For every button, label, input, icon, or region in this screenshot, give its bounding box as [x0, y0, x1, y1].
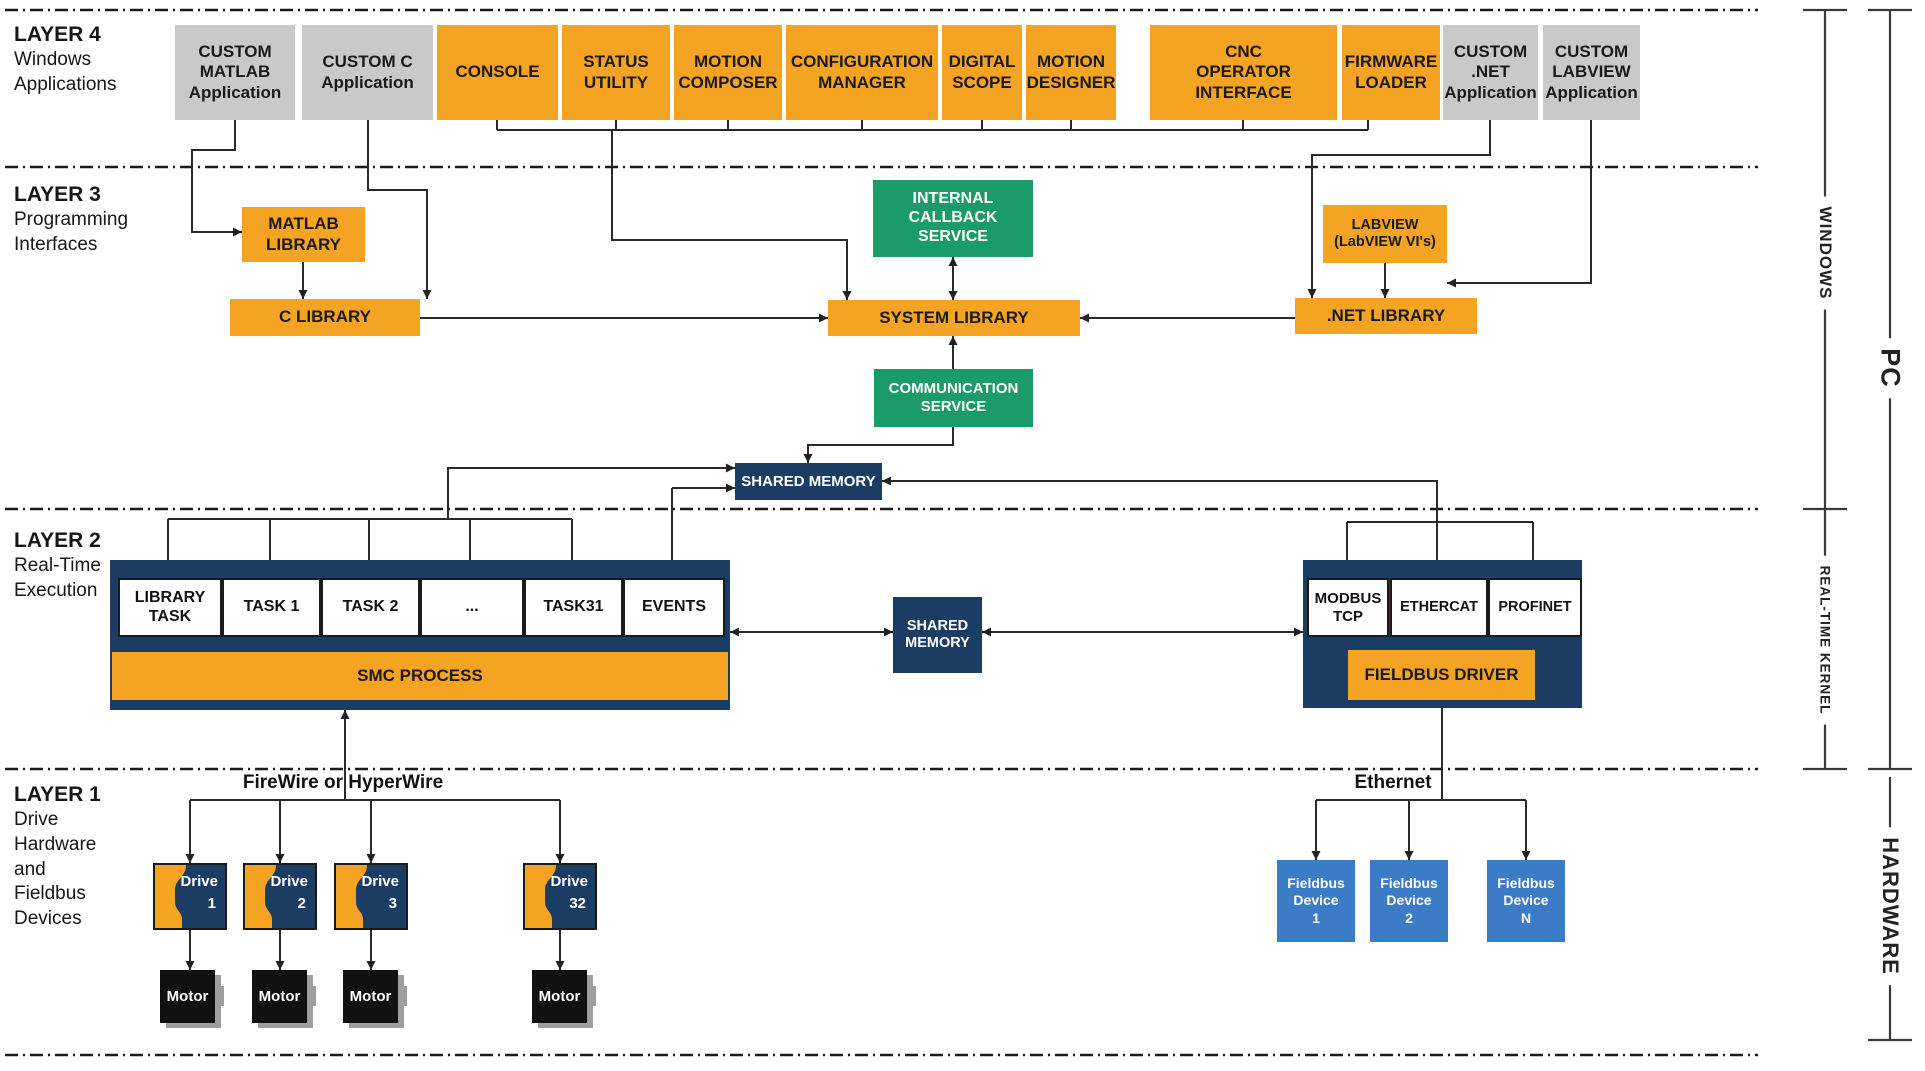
node-task-ellipsis: ... — [420, 578, 524, 637]
layer2-title: LAYER 2 — [14, 529, 101, 552]
node-motor-32: Motor — [532, 970, 596, 1023]
motor-shaft — [398, 986, 407, 1006]
drive-icon — [155, 865, 186, 928]
layer3-title: LAYER 3 — [14, 183, 101, 206]
node-drive-1: Drive 1 — [153, 863, 227, 930]
node-drive-32: Drive 32 — [523, 863, 597, 930]
motor-label: Motor — [538, 988, 581, 1005]
drive-number: 32 — [569, 895, 586, 912]
node-task-1: TASK 1 — [222, 578, 321, 637]
node-task-2: TASK 2 — [321, 578, 420, 637]
node-system-library: SYSTEM LIBRARY — [828, 300, 1080, 336]
bracket-windows: WINDOWS — [1813, 196, 1837, 310]
node-status-utility: STATUS UTILITY — [562, 25, 670, 120]
bracket-pc: PC — [1872, 338, 1908, 398]
node-communication-service: COMMUNICATION SERVICE — [874, 369, 1033, 427]
ethernet-bus-label: Ethernet — [1354, 772, 1432, 793]
layer1-title: LAYER 1 — [14, 783, 101, 806]
drive-number: 3 — [388, 895, 397, 912]
node-custom-labview-app: CUSTOM LABVIEW Application — [1543, 25, 1640, 120]
node-drive-2: Drive 2 — [243, 863, 317, 930]
node-smc-process: SMC PROCESS — [112, 652, 728, 700]
layer4-label: LAYER 4 Windows Applications — [14, 22, 116, 98]
node-configuration-manager: CONFIGURATION MANAGER — [786, 25, 938, 120]
layer2-subtitle: Real-Time Execution — [14, 555, 101, 601]
firewire-bus-label: FireWire or HyperWire — [242, 772, 444, 793]
node-motor-1: Motor — [160, 970, 224, 1023]
node-ethercat: ETHERCAT — [1390, 578, 1488, 637]
drive-label: Drive — [550, 873, 588, 890]
motor-shaft — [215, 986, 224, 1006]
drive-number: 1 — [207, 895, 216, 912]
motor-shaft — [307, 986, 316, 1006]
node-custom-dotnet-app: CUSTOM .NET Application — [1443, 25, 1538, 120]
node-dotnet-library: .NET LIBRARY — [1295, 298, 1477, 334]
node-c-library: C LIBRARY — [230, 299, 420, 336]
motor-shaft — [587, 986, 596, 1006]
layer1-subtitle: Drive Hardware and Fieldbus Devices — [14, 809, 97, 929]
node-fieldbus-device-2: Fieldbus Device 2 — [1370, 860, 1448, 942]
node-fieldbus-driver: FIELDBUS DRIVER — [1348, 650, 1535, 700]
motor-label: Motor — [166, 988, 209, 1005]
drive-icon — [336, 865, 367, 928]
bracket-hardware: HARDWARE — [1875, 827, 1905, 985]
node-fieldbus-device-n: Fieldbus Device N — [1487, 860, 1565, 942]
node-events: EVENTS — [623, 578, 725, 637]
node-matlab-library: MATLAB LIBRARY — [242, 207, 365, 262]
node-modbus-tcp: MODBUS TCP — [1307, 578, 1389, 637]
node-drive-3: Drive 3 — [334, 863, 408, 930]
motor-label: Motor — [349, 988, 392, 1005]
node-cnc-operator-interface: CNC OPERATOR INTERFACE — [1150, 25, 1337, 120]
node-motion-designer: MOTION DESIGNER — [1026, 25, 1116, 120]
layer4-title: LAYER 4 — [14, 23, 101, 46]
node-internal-callback-service: INTERNAL CALLBACK SERVICE — [873, 180, 1033, 257]
layer1-label: LAYER 1 Drive Hardware and Fieldbus Devi… — [14, 782, 101, 932]
node-firmware-loader: FIRMWARE LOADER — [1342, 25, 1440, 120]
node-digital-scope: DIGITAL SCOPE — [942, 25, 1022, 120]
node-task-31: TASK31 — [524, 578, 623, 637]
layer4-subtitle: Windows Applications — [14, 49, 117, 95]
node-console: CONSOLE — [437, 25, 558, 120]
node-library-task: LIBRARY TASK — [118, 578, 222, 637]
node-custom-matlab-app: CUSTOM MATLAB Application — [175, 25, 295, 120]
node-motor-2: Motor — [252, 970, 316, 1023]
layer3-label: LAYER 3 Programming Interfaces — [14, 182, 128, 258]
node-custom-c-app: CUSTOM C Application — [302, 25, 433, 120]
node-shared-memory-top: SHARED MEMORY — [735, 463, 882, 500]
node-fieldbus-device-1: Fieldbus Device 1 — [1277, 860, 1355, 942]
drive-number: 2 — [297, 895, 306, 912]
node-labview: LABVIEW (LabVIEW VI's) — [1323, 205, 1447, 263]
layer3-subtitle: Programming Interfaces — [14, 209, 129, 255]
motor-label: Motor — [258, 988, 301, 1005]
drive-label: Drive — [270, 873, 308, 890]
drive-label: Drive — [180, 873, 218, 890]
drive-icon — [525, 865, 556, 928]
drive-label: Drive — [361, 873, 399, 890]
node-shared-memory-mid: SHARED MEMORY — [893, 597, 982, 673]
drive-icon — [245, 865, 276, 928]
node-profinet: PROFINET — [1488, 578, 1582, 637]
bracket-realtime-kernel: REAL-TIME KERNEL — [1815, 555, 1835, 725]
layer2-label: LAYER 2 Real-Time Execution — [14, 528, 101, 604]
node-motion-composer: MOTION COMPOSER — [674, 25, 782, 120]
node-motor-3: Motor — [343, 970, 407, 1023]
